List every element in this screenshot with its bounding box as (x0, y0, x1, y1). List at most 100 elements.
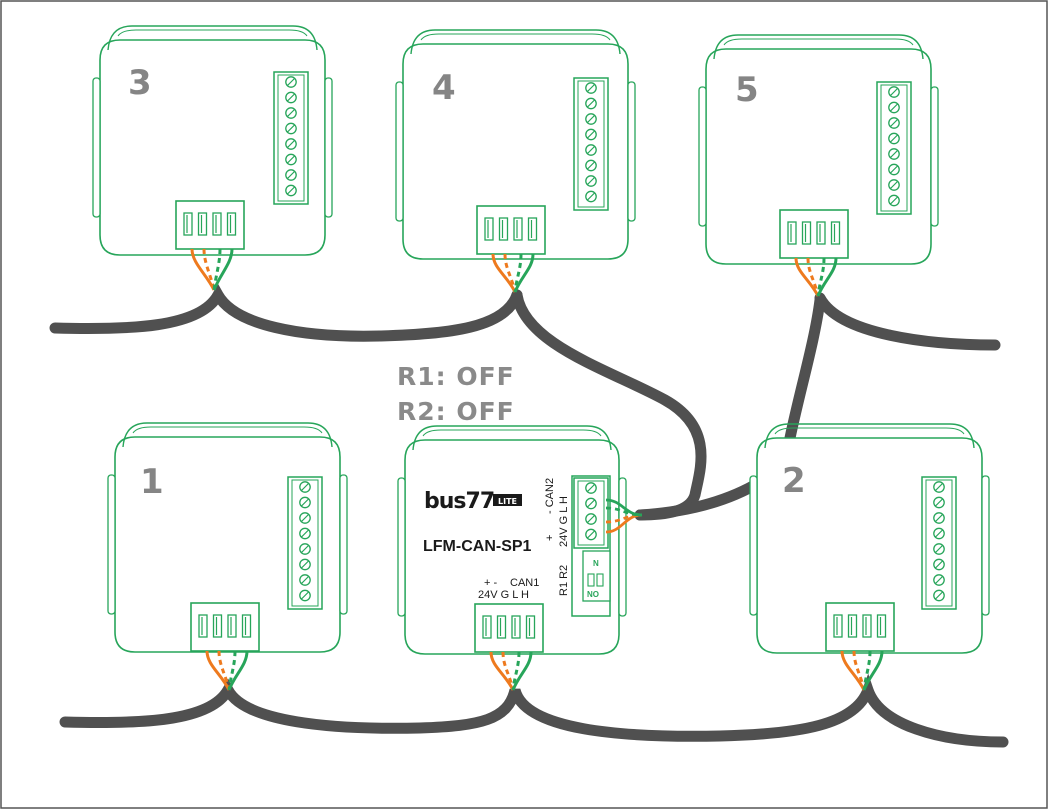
module-center-top-rim (412, 425, 612, 451)
can1-title: CAN1 (510, 577, 539, 589)
dip-switch-no-label: NO (587, 590, 599, 599)
module-center-can1-wire (489, 651, 515, 691)
module-4-screw-slot (587, 192, 595, 201)
module-3-terminal-block (273, 71, 309, 205)
center-can2-wire (605, 498, 643, 517)
module-2-screw-slot (935, 576, 943, 584)
module5-down-cable (784, 294, 826, 444)
module5-right-cable (814, 292, 1001, 351)
module-5-top-rim (713, 34, 924, 60)
module-center-can1-wire (511, 651, 521, 691)
module-center-can2-screw-slot (587, 484, 595, 492)
module-3-screw-slot (287, 140, 295, 148)
module-center-right-tab (618, 477, 627, 617)
module-3-number: 3 (128, 63, 152, 103)
module-2-top-rim (764, 423, 975, 449)
can2-plus: + (544, 535, 556, 541)
module-5-screw-slot (890, 119, 898, 127)
can2-title: - CAN2 (544, 478, 556, 514)
module-1-body (114, 436, 341, 653)
module-1-screw-slot (301, 560, 309, 569)
center-module-labels: bus77 LITE LFM-CAN-SP1 + - CAN1 24V G L … (423, 478, 570, 601)
module-3-connector-pin (197, 212, 208, 236)
can1-polarity: + - (484, 577, 497, 589)
module-5-left-tab (698, 86, 707, 227)
module-2-connector-pin (833, 614, 843, 638)
module-2-screw-slot (935, 529, 943, 538)
module-4 (395, 29, 636, 293)
module-2-left-tab (749, 475, 758, 616)
module-2-screw-slot (935, 545, 943, 553)
module-1-connector-pin (198, 614, 208, 638)
module-4-screw-slot (587, 84, 595, 92)
module-5-screw-slot (890, 88, 898, 96)
module-1-top-rim (122, 422, 333, 448)
module-center-can1-connector-pin (496, 615, 507, 639)
module-3-screw-slot (287, 93, 295, 102)
module-5-wire (816, 257, 826, 297)
module-3-terminal-inner (277, 74, 305, 202)
dip-switch-labels: R1 R2 (558, 565, 570, 596)
module-3-screw-slot (287, 186, 295, 195)
module-center-can2-screw-slot (587, 499, 595, 508)
module-5-right-tab (930, 86, 939, 227)
bottom-bus-cable (59, 673, 1009, 748)
module-center-top-rim-inner (422, 429, 602, 437)
module-4-wire (513, 253, 535, 293)
dip-switch-lever-2 (596, 573, 604, 587)
module-center-can2-terminal-inner (577, 480, 605, 546)
module-1-connector-pin (241, 614, 252, 638)
module-4-connector-pin (527, 217, 538, 241)
module-1 (107, 422, 348, 691)
module-2 (749, 423, 990, 691)
module-3-wire (212, 248, 234, 291)
module-2-number: 2 (782, 461, 806, 501)
can1-pin-labels: 24V G L H (478, 589, 529, 601)
module-1-wire (227, 650, 249, 691)
module-1-screw-slot (301, 483, 309, 491)
module-center: N NO (397, 425, 643, 691)
module-5-connector-pin (830, 221, 841, 245)
module-5-screw-slot (890, 103, 898, 112)
dip-switch-lever-1 (587, 573, 595, 587)
module-5-screw-slot (890, 150, 898, 158)
module-5-number: 5 (735, 70, 759, 110)
brand-logo-text: bus77 (424, 489, 494, 514)
module-2-terminal-inner (925, 479, 953, 607)
module-4-screw-slot (587, 130, 595, 139)
module-5-terminal-inner (880, 84, 908, 212)
module-4-wire (513, 253, 523, 293)
module-3 (92, 25, 333, 291)
module-1-connector-pin (227, 614, 237, 638)
module-1-screw-slot (301, 576, 309, 584)
module-5-screw-slot (890, 134, 898, 143)
dip-switch-on-mark: N (593, 559, 599, 568)
module-5 (698, 34, 939, 297)
module-5-screw-slot (890, 196, 898, 205)
module-2-screw-slot (935, 560, 943, 569)
module-2-right-tab (981, 475, 990, 616)
module-3-body (99, 39, 326, 256)
module-2-connector-pin (847, 614, 858, 638)
module-4-wire (491, 253, 517, 293)
module-3-left-tab (92, 77, 101, 218)
top-bus-cable-left (49, 283, 523, 342)
module-4-top-rim-inner (420, 33, 611, 41)
module-5-wire (806, 257, 820, 297)
module-center-can2-screw-slot (587, 530, 595, 539)
module-1-screw-slot (301, 591, 309, 600)
module-1-left-tab (107, 474, 116, 615)
module-5-connector-pin (801, 221, 812, 245)
module-center-can1-connector-pin (511, 615, 521, 639)
module-4-terminal-inner (577, 80, 605, 208)
module-center-left-tab (397, 477, 406, 617)
module-2-wire (862, 650, 884, 691)
module-1-wire (227, 650, 237, 691)
module-1-top-rim-inner (132, 426, 323, 434)
module-4-connector-pin (484, 217, 494, 241)
module-4-wire (503, 253, 517, 293)
module-4-screw-slot (587, 177, 595, 185)
module-1-screw-slot (301, 529, 309, 538)
lite-badge-text: LITE (498, 497, 517, 506)
